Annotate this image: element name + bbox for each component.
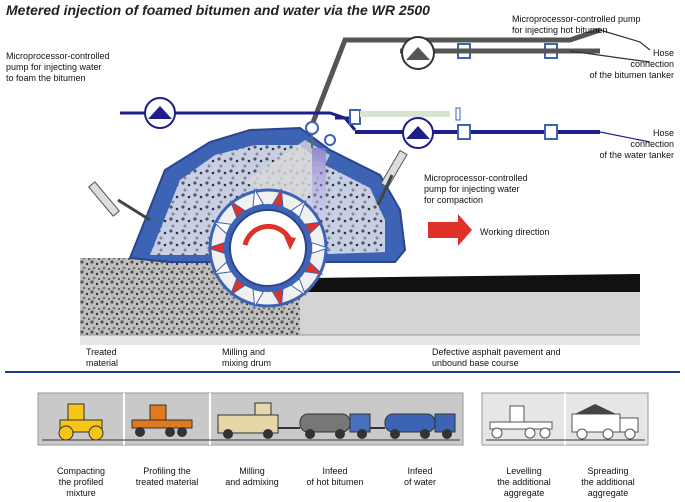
working-direction-arrow-icon xyxy=(428,214,472,246)
caption-compacting: Compacting the profiled mixture xyxy=(56,466,106,498)
label-hose-water: Hose connection of the water tanker xyxy=(599,128,674,160)
diagram-title: Metered injection of foamed bitumen and … xyxy=(6,2,430,18)
recycler-icon xyxy=(217,402,300,439)
label-pump-water-foam: Microprocessor-controlled pump for injec… xyxy=(6,51,110,83)
caption-infeed-bitumen: Infeed of hot bitumen xyxy=(306,466,364,487)
label-working-direction: Working direction xyxy=(480,227,550,237)
label-hose-bitumen: Hose connection of the bitumen tanker xyxy=(589,48,674,80)
label-defective-pavement: Defective asphalt pavement and unbound b… xyxy=(432,347,561,368)
caption-infeed-water: Infeed of water xyxy=(403,466,436,487)
caption-levelling: Levelling the additional aggregate xyxy=(497,466,551,498)
water-line xyxy=(120,97,651,149)
water-tanker-icon xyxy=(384,413,456,439)
label-pump-bitumen: Microprocessor-controlled pump for injec… xyxy=(512,14,641,35)
caption-profiling: Profiling the treated material xyxy=(135,466,199,487)
bitumen-line xyxy=(309,27,651,126)
truck-outline-icon xyxy=(571,404,639,440)
label-milling-drum: Milling and mixing drum xyxy=(222,347,272,368)
label-treated-material: Treated material xyxy=(86,347,119,368)
label-pump-water-compaction: Microprocessor-controlled pump for injec… xyxy=(424,173,528,205)
roller-icon xyxy=(58,403,104,441)
grader-icon xyxy=(131,404,193,437)
caption-spreading: Spreading the additional aggregate xyxy=(581,466,635,498)
milling-drum xyxy=(206,187,330,309)
grader-outline-icon xyxy=(489,405,553,439)
caption-milling: Milling and admixing xyxy=(225,466,279,487)
milling-machine-housing xyxy=(88,126,408,263)
bitumen-tanker-icon xyxy=(299,413,385,439)
ground-layers xyxy=(80,258,640,345)
